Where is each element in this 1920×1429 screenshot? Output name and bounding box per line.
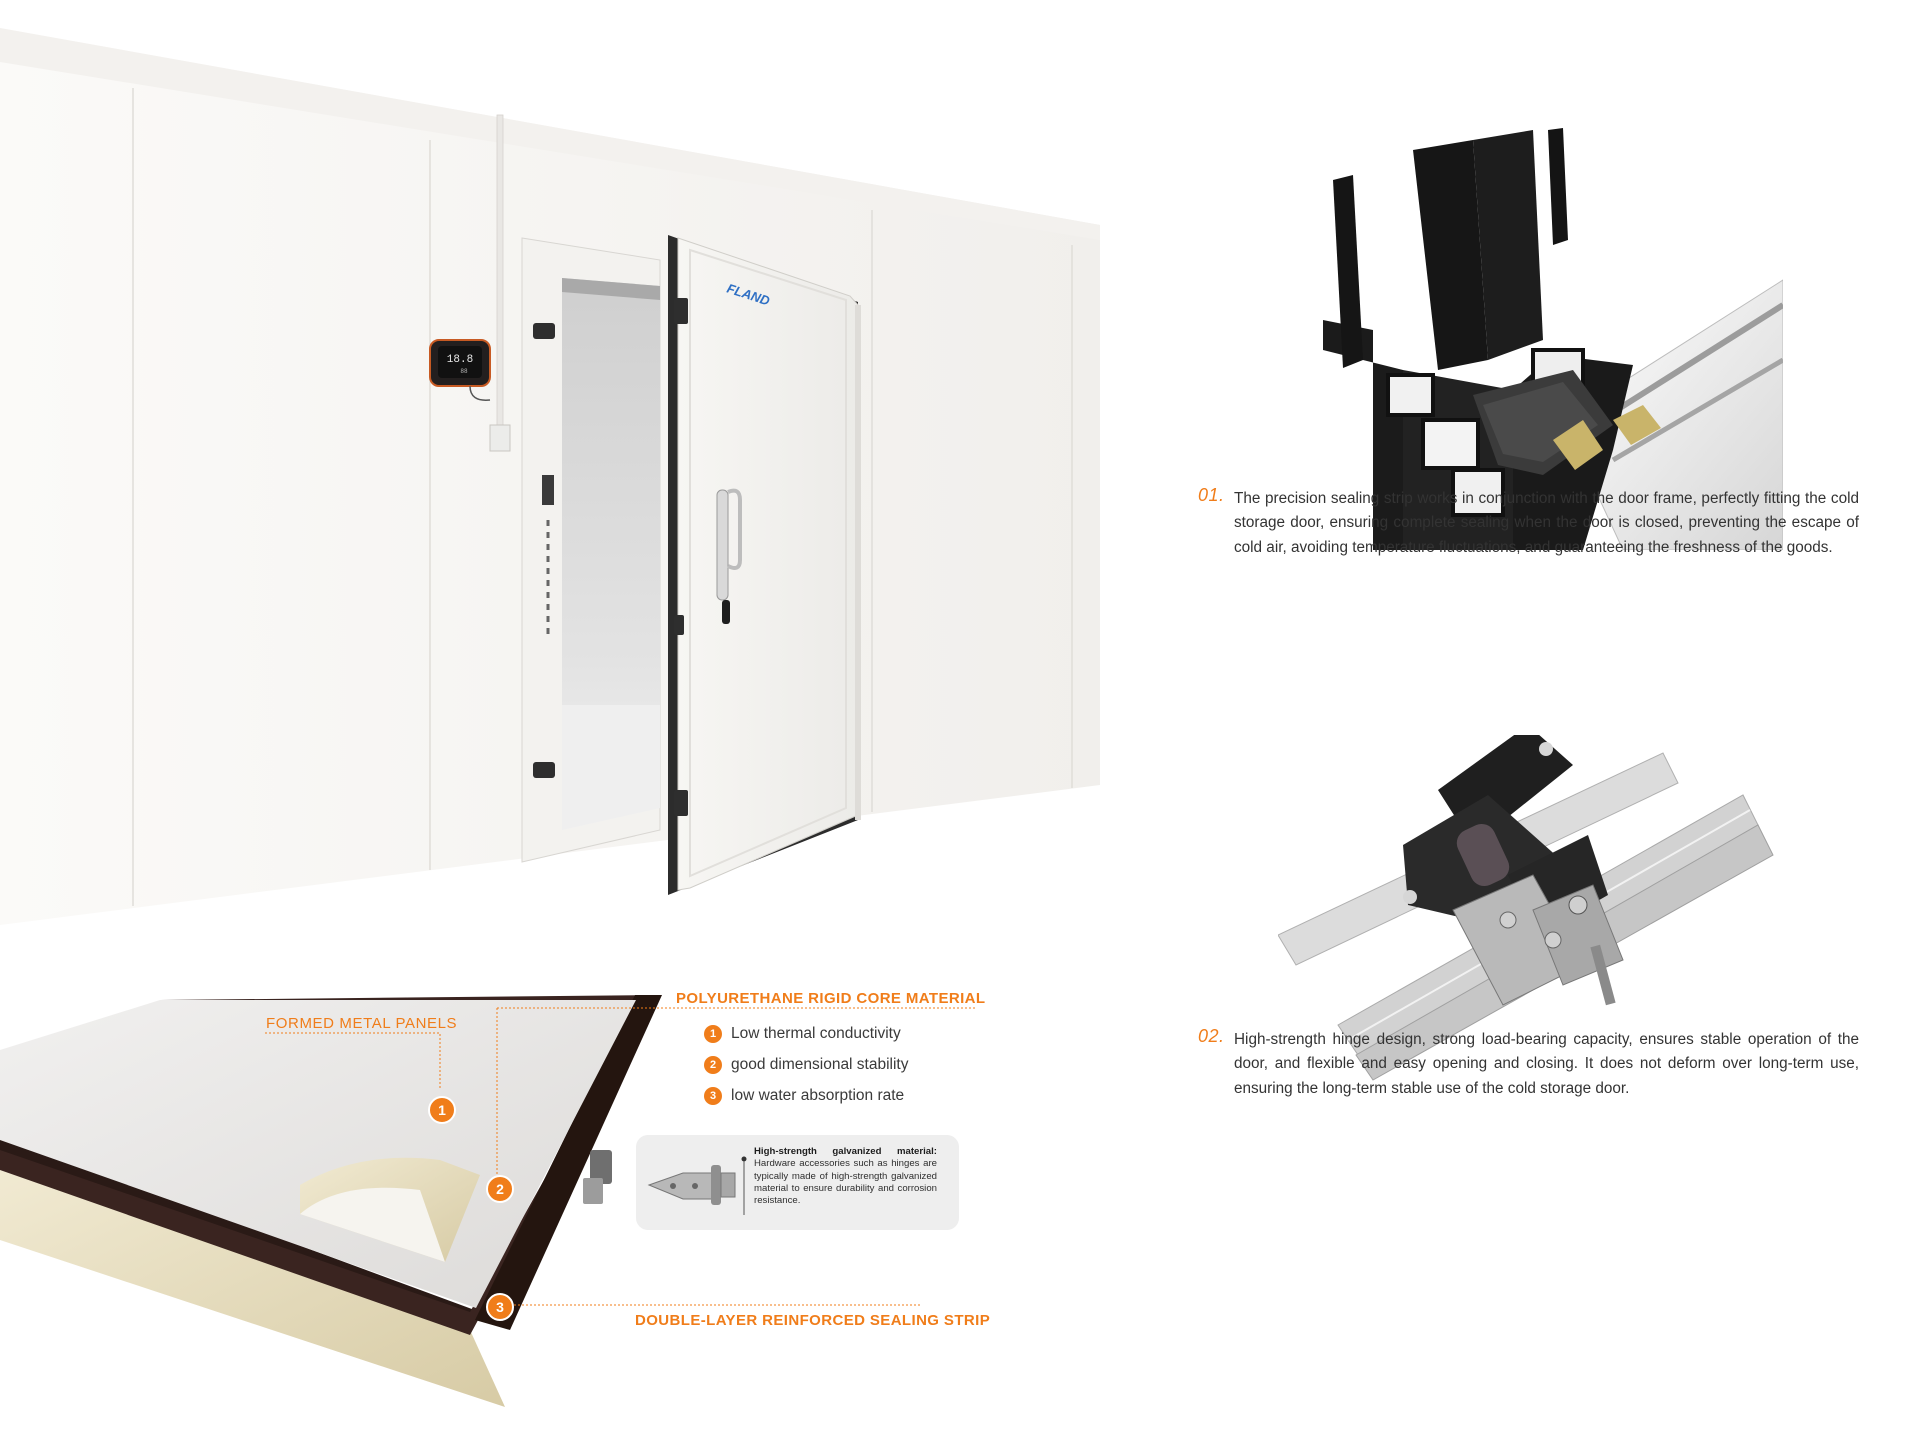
feature-number: 1 xyxy=(704,1024,722,1043)
feature-item: 3 low water absorption rate xyxy=(704,1080,909,1111)
description-text: The precision sealing strip works in con… xyxy=(1234,490,1859,556)
feature-text: good dimensional stability xyxy=(731,1055,909,1073)
cold-room-illustration: 18.8 88 FLAND xyxy=(0,28,1100,925)
feature-number: 3 xyxy=(704,1086,722,1105)
card-divider xyxy=(741,1156,747,1215)
description-index: 02. xyxy=(1198,1026,1225,1046)
marker-3: 3 xyxy=(486,1293,514,1321)
description-index: 01. xyxy=(1198,485,1225,505)
hinge-mechanism-image xyxy=(1278,735,1774,1081)
description-text: High-strength hinge design, strong load-… xyxy=(1234,1031,1859,1097)
feature-text: Low thermal conductivity xyxy=(731,1024,901,1042)
galvanized-body: Hardware accessories such as hinges are … xyxy=(754,1158,937,1207)
galvanized-description: High-strength galvanized material: Hardw… xyxy=(754,1146,937,1207)
metal-panels-label: FORMED METAL PANELS xyxy=(266,1015,458,1032)
description-seal: 01. The precision sealing strip works in… xyxy=(1198,485,1859,560)
core-material-title: POLYURETHANE RIGID CORE MATERIAL xyxy=(676,990,986,1007)
galvanized-heading: High-strength galvanized material: xyxy=(754,1146,937,1157)
feature-item: 2 good dimensional stability xyxy=(704,1049,909,1080)
svg-text:18.8: 18.8 xyxy=(447,354,473,366)
panel-cross-section-diagram xyxy=(0,995,975,1407)
feature-item: 1 Low thermal conductivity xyxy=(704,1018,909,1049)
sealing-strip-profile-image xyxy=(1323,128,1783,550)
description-hinge: 02. High-strength hinge design, strong l… xyxy=(1198,1026,1859,1101)
temperature-controller: 18.8 88 xyxy=(429,339,491,401)
marker-2: 2 xyxy=(486,1175,514,1203)
core-features-list: 1 Low thermal conductivity 2 good dimensio… xyxy=(704,1018,909,1111)
marker-1: 1 xyxy=(428,1096,456,1124)
svg-text:88: 88 xyxy=(460,368,468,375)
feature-text: low water absorption rate xyxy=(731,1086,905,1104)
feature-number: 2 xyxy=(704,1055,722,1074)
sealing-strip-label: DOUBLE-LAYER REINFORCED SEALING STRIP xyxy=(635,1312,991,1329)
hinge-hardware-icon xyxy=(647,1165,736,1205)
